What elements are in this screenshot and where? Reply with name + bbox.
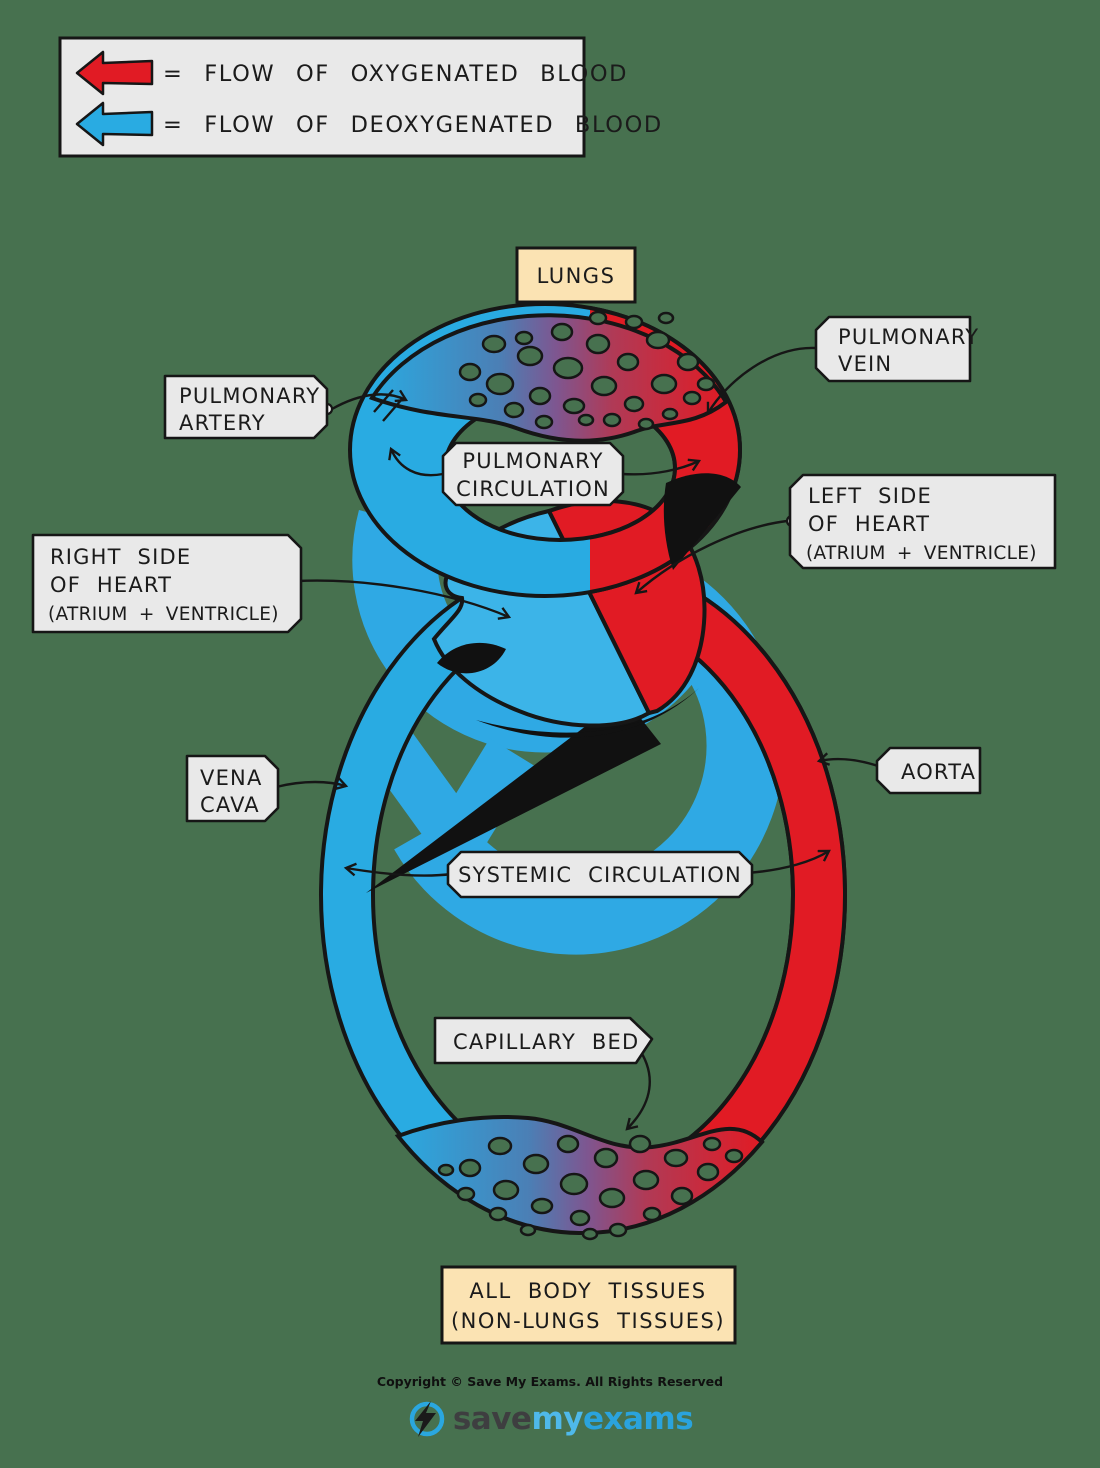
tag-pulmonary-artery: PULMONARY ARTERY <box>163 374 329 440</box>
systemic-circulation-loop <box>319 558 848 1241</box>
logo-word-my: my <box>531 1400 583 1437</box>
tag-aorta: AORTA <box>875 746 982 795</box>
tag-pulmonary-vein: PULMONARY VEIN <box>814 315 979 383</box>
savemyexams-logo: savemyexams <box>0 1399 1100 1439</box>
pulmonary-artery-label-line2: ARTERY <box>179 411 266 435</box>
footer: Copyright © Save My Exams. All Rights Re… <box>0 1374 1100 1439</box>
right-side-of-heart-label-line3: (ATRIUM + VENTRICLE) <box>48 604 279 625</box>
tag-systemic-circulation: SYSTEMIC CIRCULATION <box>446 850 754 899</box>
legend-box <box>58 36 586 158</box>
aorta-label: AORTA <box>901 760 976 784</box>
logo-word-save: save <box>452 1400 532 1437</box>
lungs-capillary-holes <box>458 310 716 431</box>
tag-left-side-of-heart: LEFT SIDE OF HEART (ATRIUM + VENTRICLE) <box>788 473 1057 570</box>
logo-word-exams: exams <box>582 1400 694 1437</box>
deoxygenated-flow-arrow-icon <box>75 101 154 147</box>
connector-aorta <box>816 752 882 769</box>
pulmonary-circulation-label-line2: CIRCULATION <box>456 477 610 501</box>
pulmonary-vein-label-line2: VEIN <box>838 352 892 376</box>
aorta-vessel <box>583 558 848 1232</box>
pulmonary-artery-label-line1: PULMONARY <box>179 384 320 408</box>
lightning-bolt-icon <box>409 1401 445 1437</box>
connector-systemic-right <box>746 849 831 875</box>
lungs-label: LUNGS <box>537 264 616 288</box>
body-tissues-label-line2: (NON-LUNGS TISSUES) <box>451 1309 725 1333</box>
vena-cava-label-line2: CAVA <box>200 793 260 817</box>
capillary-bed-label: CAPILLARY BED <box>453 1030 639 1054</box>
systemic-circulation-label: SYSTEMIC CIRCULATION <box>458 863 742 887</box>
vena-cava-label-line1: VENA <box>200 766 263 790</box>
pulmonary-circulation-label-line1: PULMONARY <box>462 449 603 473</box>
oxygenated-flow-arrow-icon <box>75 50 154 96</box>
flow-chevron-pulmonary-artery <box>373 389 403 422</box>
connector-pulmonary-vein <box>706 346 817 415</box>
left-side-of-heart-label-line3: (ATRIUM + VENTRICLE) <box>806 543 1037 564</box>
right-side-of-heart-label-line2: OF HEART <box>50 573 172 597</box>
legend: = FLOW OF OXYGENATED BLOOD = FLOW OF DEO… <box>58 36 663 158</box>
tag-pulmonary-circulation: PULMONARY CIRCULATION <box>441 441 625 507</box>
connector-vena-cava <box>275 776 349 791</box>
tag-vena-cava: VENA CAVA <box>185 754 280 823</box>
body-tissues-label-line1: ALL BODY TISSUES <box>469 1279 706 1303</box>
body-tissues-node: ALL BODY TISSUES (NON-LUNGS TISSUES) <box>440 1265 737 1345</box>
tag-right-side-of-heart: RIGHT SIDE OF HEART (ATRIUM + VENTRICLE) <box>31 533 303 634</box>
connector-pulmonary-artery <box>331 389 409 411</box>
heart-valve-shadow <box>437 642 506 674</box>
connector-systemic-left <box>343 862 453 877</box>
connector-pulmonary-circulation-left <box>388 446 444 477</box>
logo-wordmark: savemyexams <box>452 1400 694 1437</box>
legend-deoxygenated-label: = FLOW OF DEOXYGENATED BLOOD <box>163 112 663 138</box>
copyright-text: Copyright © Save My Exams. All Rights Re… <box>376 1374 724 1389</box>
right-side-of-heart-label-line1: RIGHT SIDE <box>50 545 191 569</box>
tag-capillary-bed: CAPILLARY BED <box>433 1016 654 1065</box>
flow-shadow-spike <box>366 697 661 893</box>
left-side-of-heart-label-line2: OF HEART <box>808 512 930 536</box>
legend-oxygenated-label: = FLOW OF OXYGENATED BLOOD <box>163 61 628 87</box>
vein-heart-shadow <box>663 473 741 570</box>
connector-pulmonary-circulation-right <box>621 458 702 476</box>
connector-right-side-of-heart <box>296 579 512 620</box>
pulmonary-vein-label-line1: PULMONARY <box>838 325 979 349</box>
connector-left-side-of-heart <box>634 519 788 595</box>
left-side-of-heart-label-line1: LEFT SIDE <box>808 484 932 508</box>
lungs-node: LUNGS <box>515 246 637 304</box>
body-capillary-holes <box>437 1134 744 1241</box>
pulmonary-circulation-loop <box>348 302 743 598</box>
